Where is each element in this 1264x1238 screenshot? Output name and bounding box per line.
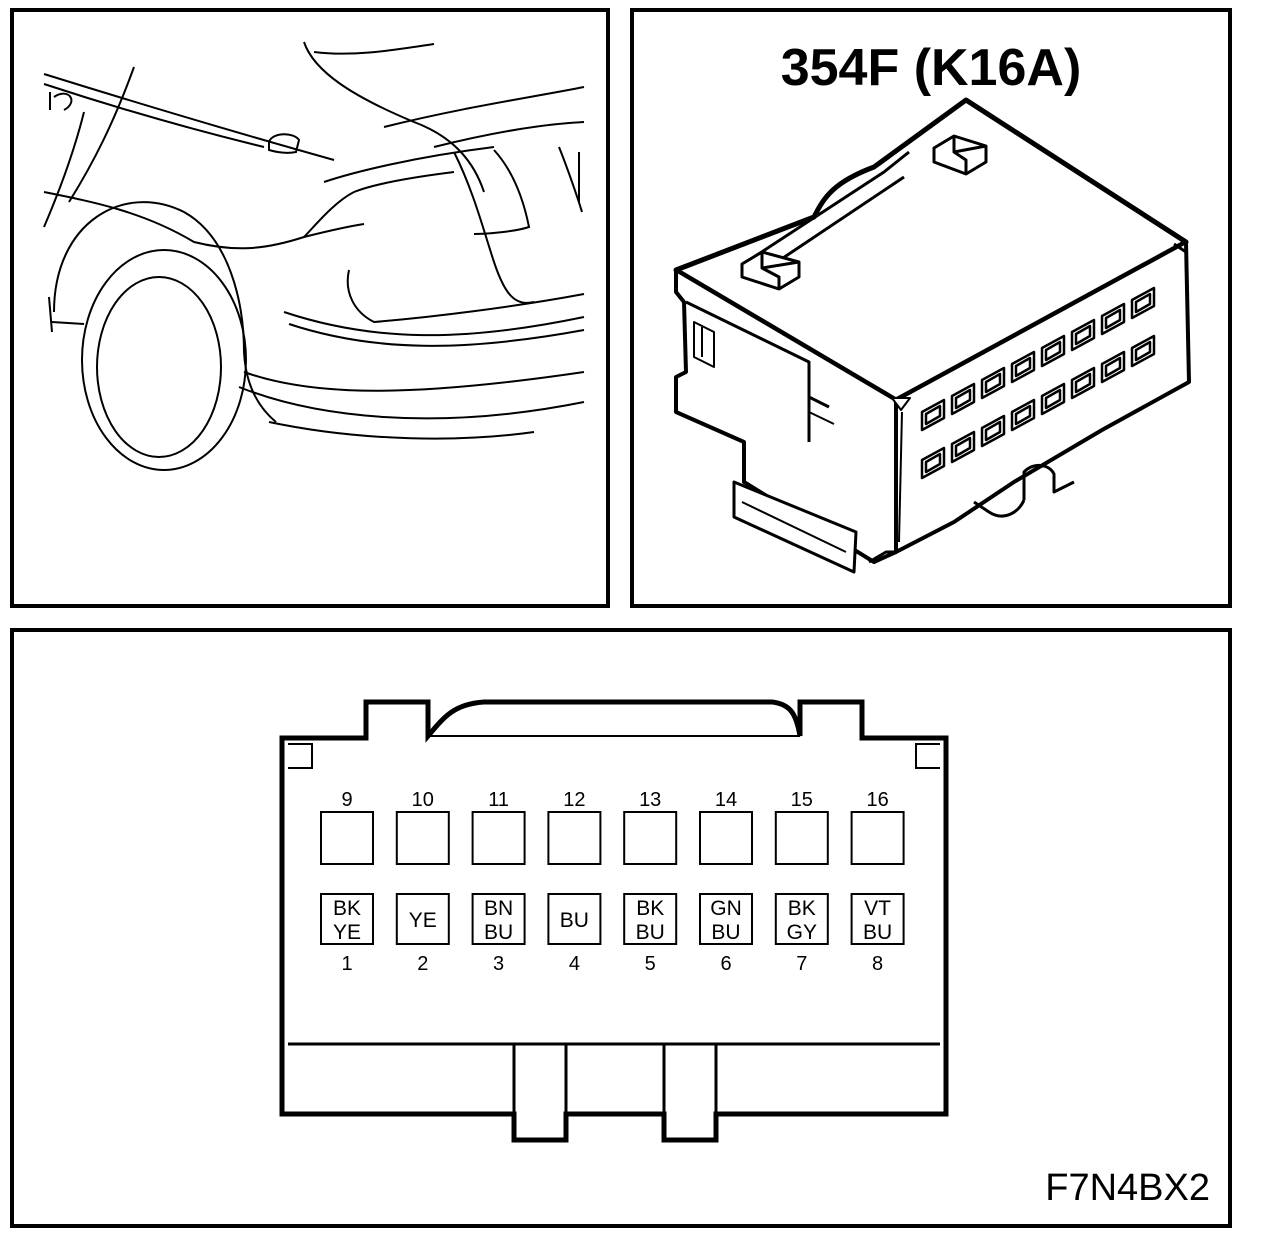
pin-2: YE 2 [395,893,450,975]
pin-cavity [623,811,678,865]
pin-number: 1 [341,953,352,975]
connector-isometric-drawing [673,97,1191,574]
pin-10: 10 [395,789,450,865]
pin-16: 16 [850,789,905,865]
pin-4: BU 4 [547,893,602,975]
pin-number: 2 [417,953,428,975]
vehicle-location-panel [10,8,610,608]
pin-number: 11 [488,789,509,811]
pin-cavity [395,811,450,865]
pin-number: 5 [645,953,656,975]
pin-number: 9 [341,789,352,811]
pin-number: 15 [791,789,813,811]
pin-number: 14 [715,789,737,811]
pin-cavity [623,893,678,945]
pin-cavity [320,893,374,945]
wire-color: VT [864,897,891,920]
connector-housing-outline [279,699,949,1143]
wire-color: YE [333,921,361,944]
connector-title: 354F (K16A) [780,39,1082,97]
pin-9: 9 [320,789,374,865]
figure-code: F7N4BX2 [1045,1167,1210,1209]
vehicle-rear-sketch [43,41,585,471]
pin-number: 12 [563,789,585,811]
pin-cavity [774,893,829,945]
pin-number: 8 [872,953,883,975]
wire-color: BU [636,921,665,944]
pin-13: 13 [623,789,678,865]
pin-cavity [547,811,602,865]
pin-cavity [320,811,374,865]
pin-cavity [471,811,526,865]
pin-12: 12 [547,789,602,865]
wire-color: BK [333,897,361,920]
pin-number: 4 [569,953,580,975]
pin-cavity [395,893,450,945]
pin-cavity [774,811,829,865]
wire-color: BU [484,921,513,944]
pin-number: 3 [493,953,504,975]
pin-cavity [850,811,905,865]
wire-color: BK [788,897,816,920]
wire-color: BU [711,921,740,944]
wire-color: GN [710,897,742,920]
wire-color: GY [787,921,817,944]
pin-number: 16 [866,789,888,811]
connector-isometric-panel: 354F (K16A) [630,8,1232,608]
wire-color: BU [560,909,589,932]
wire-color: BN [484,897,513,920]
wire-color: YE [409,909,437,932]
pin-cavity [699,811,753,865]
pin-cavity [547,893,602,945]
pin-cavity [850,893,905,945]
pin-cavity [699,893,753,945]
pin-14: 14 [699,789,753,865]
pin-number: 6 [720,953,731,975]
pin-15: 15 [774,789,829,865]
pin-11: 11 [471,789,526,865]
pin-number: 13 [639,789,661,811]
wire-color: BK [636,897,664,920]
pin-number: 7 [796,953,807,975]
pin-cavity [471,893,526,945]
pin-number: 10 [412,789,434,811]
wire-color: BU [863,921,892,944]
